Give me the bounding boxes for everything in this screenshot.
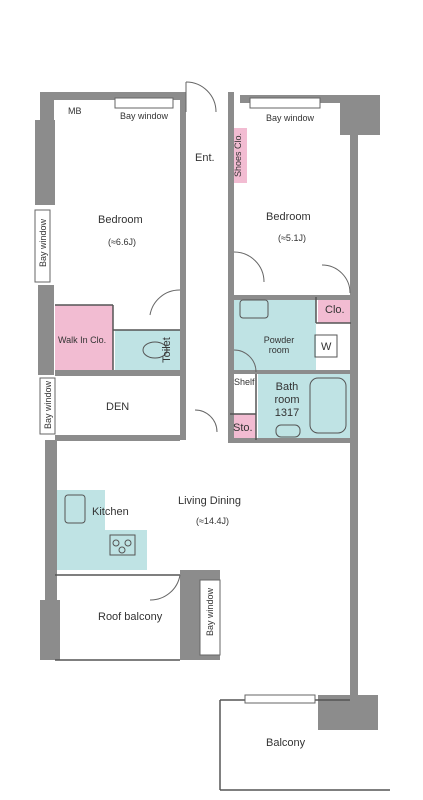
balcony-label: Balcony — [266, 737, 306, 749]
toilet-label: Toilet — [161, 337, 173, 363]
bedroom-right-label: Bedroom — [266, 211, 311, 223]
bay-window-left-lower-label: Bay window — [43, 380, 53, 430]
closet-area — [318, 297, 351, 323]
ent-label: Ent. — [195, 152, 215, 164]
living-dining-size: (≈14.4J) — [196, 516, 229, 526]
walk-in-closet-area — [55, 305, 113, 370]
washer-label: W — [321, 341, 332, 353]
powder-room-label: Powder room — [263, 335, 295, 355]
shelf-label: Shelf — [234, 377, 255, 387]
kitchen-inner-cut — [105, 490, 147, 530]
bay-window-top-left-label: Bay window — [120, 111, 169, 121]
powder-room-area — [230, 297, 316, 371]
bedroom-right-size: (≈5.1J) — [278, 233, 306, 243]
bathroom-label: Bath room 1317 — [274, 381, 300, 419]
kitchen-inner-cut-2 — [55, 540, 105, 570]
bathroom-area — [258, 372, 351, 440]
bay-window-top-right-label: Bay window — [266, 113, 315, 123]
shoes-closet-area — [230, 128, 247, 183]
shoes-clo-label: Shoes Clo. — [233, 132, 243, 178]
bedroom-left-label: Bedroom — [98, 214, 143, 226]
toilet-area — [115, 330, 180, 370]
bedroom-left-size: (≈6.6J) — [108, 237, 136, 247]
roof-balcony-label: Roof balcony — [98, 611, 163, 623]
kitchen-label: Kitchen — [92, 506, 129, 518]
living-dining-label: Living Dining — [178, 495, 241, 507]
den-label: DEN — [106, 401, 130, 413]
bay-window-left-upper-label: Bay window — [38, 218, 48, 268]
mb-label: MB — [68, 106, 82, 116]
storage-area — [230, 414, 256, 440]
walk-in-clo-label: Walk In Clo. — [58, 335, 107, 345]
sto-label: Sto. — [233, 422, 253, 434]
bay-window-roof-label: Bay window — [205, 587, 215, 637]
clo-label: Clo. — [325, 304, 345, 316]
